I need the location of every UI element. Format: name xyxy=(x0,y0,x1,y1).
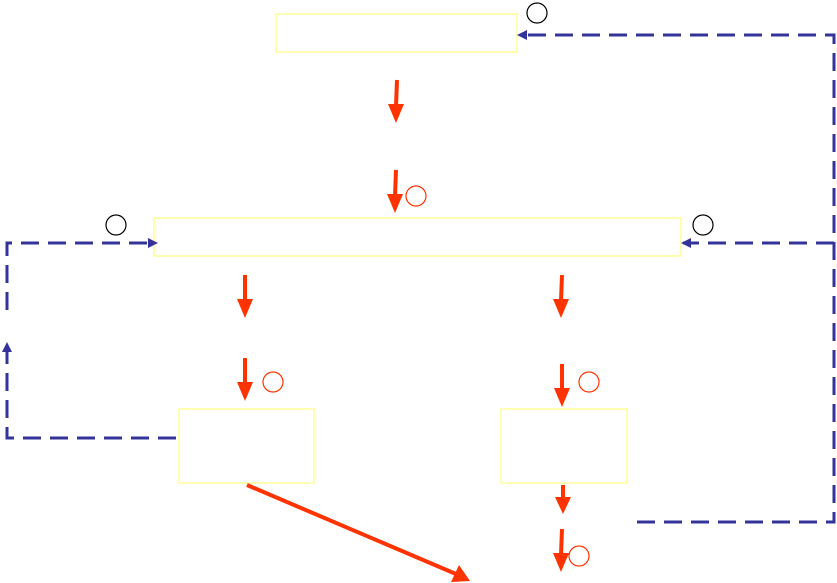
box-bottom-right xyxy=(500,408,628,484)
red-circle-right xyxy=(578,371,600,393)
red-circle-bottom xyxy=(568,545,590,567)
flow-arrows xyxy=(237,79,571,582)
flow-arrow-top-1 xyxy=(388,79,404,123)
feedback-line-left-upper xyxy=(5,238,158,310)
red-circle-left xyxy=(262,371,284,393)
box-bottom-left xyxy=(178,408,315,484)
feedback-lines xyxy=(1,30,836,524)
flow-arrow-right-3 xyxy=(555,485,571,514)
red-circle-top xyxy=(405,185,427,207)
black-circle-left xyxy=(105,214,127,236)
flow-arrow-diagonal xyxy=(246,483,470,582)
feedback-line-right-outer xyxy=(517,30,836,524)
flow-arrow-left-1 xyxy=(237,275,253,318)
flow-arrow-right-2 xyxy=(554,364,570,407)
box-middle xyxy=(153,217,682,257)
flow-arrow-right-1 xyxy=(553,274,569,318)
flow-arrow-left-2 xyxy=(237,358,253,401)
feedback-line-left-lower xyxy=(1,342,176,440)
circle-markers xyxy=(105,2,714,567)
flow-arrow-right-4 xyxy=(553,528,569,572)
black-circle-right xyxy=(692,214,714,236)
flow-arrow-top-2 xyxy=(387,169,403,213)
box-top xyxy=(275,13,518,53)
black-circle-top xyxy=(526,2,548,24)
